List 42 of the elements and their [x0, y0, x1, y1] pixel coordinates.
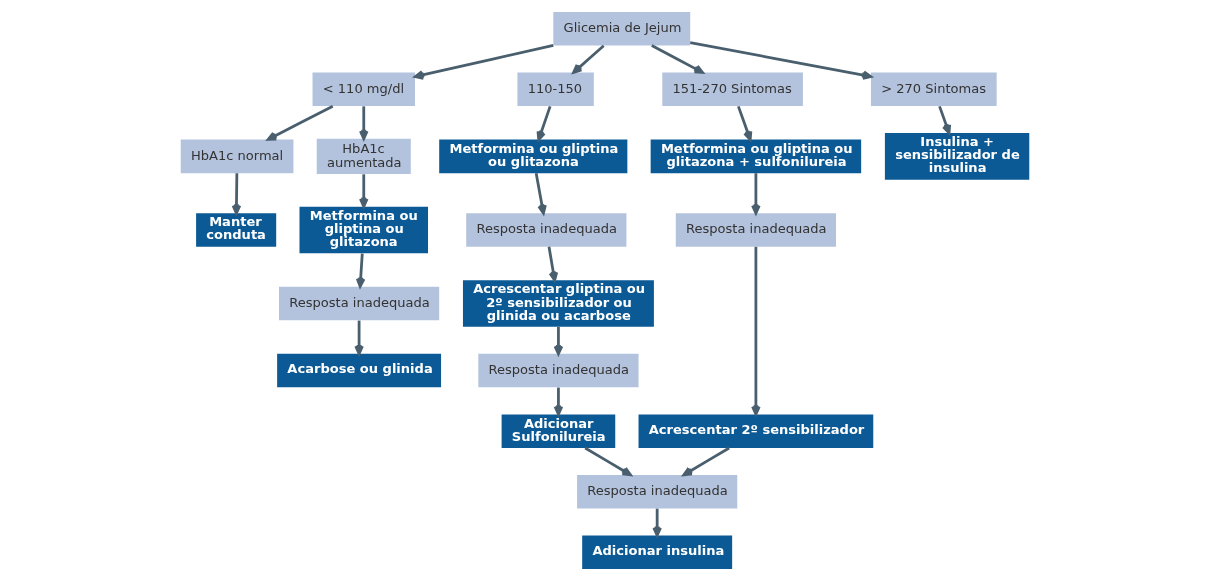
- node-box: Acrescentar 2º sensibilizador: [638, 414, 874, 448]
- arrow: [553, 387, 564, 416]
- arrow: [231, 173, 242, 215]
- node-box: HbA1c aumentada: [316, 138, 411, 175]
- arrow: [651, 44, 704, 74]
- node-box: Metformina ou gliptina ou glitazona + sulfonilureia: [650, 139, 862, 174]
- node-box: HbA1c normal: [180, 139, 294, 174]
- node-box: < 110 mg/dl: [312, 72, 415, 107]
- arrow: [547, 246, 559, 282]
- node-box: Resposta inadequada: [675, 213, 836, 247]
- node-box: Adicionar Sulfonilureia: [501, 414, 616, 448]
- node-box: Metformina ou gliptina ou glitazona: [439, 139, 628, 174]
- node-box: Resposta inadequada: [478, 353, 639, 388]
- arrow: [652, 508, 662, 537]
- node-box: Adicionar insulina: [582, 535, 733, 569]
- arrow: [751, 173, 761, 215]
- node-box: Metformina ou gliptina ou glitazona: [299, 206, 429, 254]
- node-box: Resposta inadequada: [577, 474, 738, 509]
- node-box: Acrescentar gliptina ou 2º sensibilizador ou glinida ou acarbose: [462, 280, 654, 327]
- node-box: Insulina + sensibilizador de insulina: [884, 133, 1030, 180]
- arrow: [584, 446, 632, 477]
- arrow: [413, 43, 554, 80]
- node-box: > 270 Sintomas: [870, 72, 997, 107]
- arrow: [572, 44, 605, 74]
- arrow: [682, 446, 730, 477]
- arrow: [737, 105, 753, 141]
- arrow: [553, 326, 564, 356]
- node-box: 110-150: [517, 72, 594, 107]
- node-box: Resposta inadequada: [466, 213, 627, 247]
- arrow: [355, 253, 366, 288]
- arrow: [359, 106, 369, 140]
- node-box: Manter conduta: [196, 213, 277, 247]
- arrow: [534, 172, 547, 215]
- arrow: [354, 320, 364, 356]
- node-box: Acarbose ou glinida: [277, 353, 442, 388]
- arrow: [266, 104, 334, 141]
- node-box: Glicemia de Jejum: [553, 12, 691, 46]
- arrow: [536, 105, 552, 141]
- arrow: [690, 41, 873, 80]
- node-box: Resposta inadequada: [279, 286, 440, 321]
- arrow: [751, 246, 761, 416]
- node-box: 151-270 Sintomas: [662, 72, 803, 107]
